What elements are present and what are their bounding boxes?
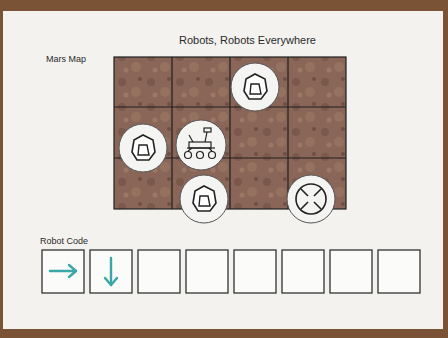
rock-tokens	[119, 63, 279, 223]
rover-token	[176, 120, 226, 170]
section-label: Robot Code	[40, 236, 88, 246]
code-boxes	[42, 250, 420, 293]
rock-token	[180, 175, 228, 223]
rock-token	[231, 63, 279, 111]
code-arrows	[50, 258, 117, 285]
paper-sheet	[3, 11, 443, 329]
target-token	[287, 175, 335, 223]
rock-token	[119, 124, 167, 172]
section-label: Mars Map	[46, 54, 86, 64]
sheet-title: Robots, Robots Everywhere	[179, 34, 316, 46]
